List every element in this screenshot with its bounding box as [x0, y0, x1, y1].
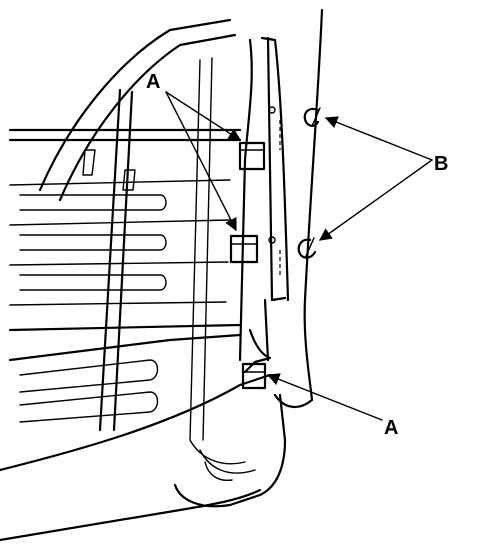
label-a-bottom: A — [384, 417, 398, 439]
hook-lower — [297, 237, 317, 259]
side-bracket — [238, 36, 290, 374]
hook-upper — [303, 107, 321, 127]
fender-panel — [273, 8, 324, 408]
label-b: B — [434, 153, 448, 175]
label-a-top: A — [146, 71, 160, 93]
clip-lower — [241, 362, 267, 390]
bumper-cover — [0, 373, 287, 542]
clip-middle — [229, 234, 259, 264]
clip-upper — [238, 141, 266, 171]
callout-leaders — [165, 91, 433, 421]
grille-assembly — [8, 18, 242, 441]
